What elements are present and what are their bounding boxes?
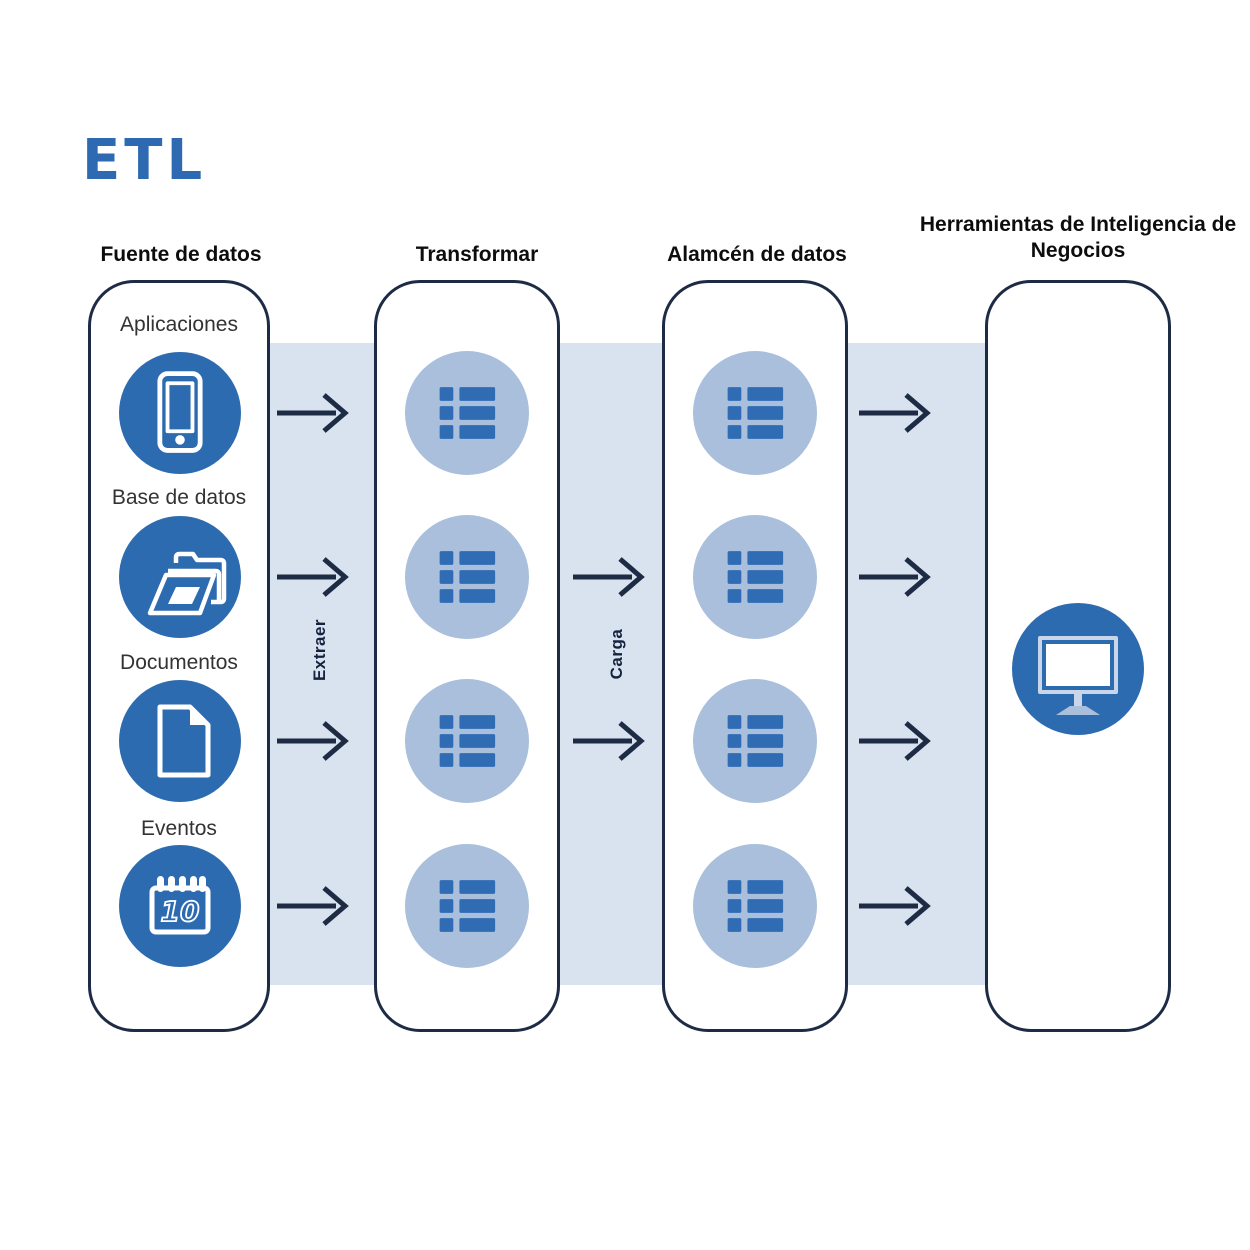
icon-circle <box>693 679 817 803</box>
monitor-icon <box>1038 636 1118 715</box>
icon-circle <box>693 515 817 639</box>
column-header-transform: Transformar <box>415 243 539 266</box>
source-item-label: Eventos <box>141 817 217 840</box>
arrow-right-icon <box>573 557 645 597</box>
flow-band-load <box>560 343 662 985</box>
arrow-right-icon <box>859 557 931 597</box>
column-header-bi-tools: Herramientas de Inteligencia de Negocios <box>919 213 1237 262</box>
list-icon <box>439 387 496 439</box>
smartphone-icon <box>157 371 203 453</box>
column-header-sources: Fuente de datos <box>100 243 262 266</box>
flow-label-load: Carga <box>607 628 626 680</box>
arrow-right-icon <box>573 721 645 761</box>
arrow-right-icon <box>277 393 349 433</box>
arrow-right-icon <box>859 393 931 433</box>
arrow-right-icon <box>277 886 349 926</box>
icon-circle <box>693 351 817 475</box>
column-sources: Aplicaciones Base de datos Docume <box>88 280 270 1032</box>
document-icon <box>157 704 211 778</box>
column-warehouse <box>662 280 848 1032</box>
icon-circle <box>119 516 241 638</box>
diagram-title: ETL <box>82 128 207 193</box>
column-header-warehouse: Alamcén de datos <box>667 243 847 266</box>
list-icon <box>727 387 784 439</box>
list-icon <box>727 551 784 603</box>
folder-icon <box>147 551 227 616</box>
calendar-icon: 10 <box>149 876 211 935</box>
source-item-label: Documentos <box>120 651 238 674</box>
icon-circle <box>405 351 529 475</box>
list-icon <box>439 551 496 603</box>
flow-label-extract: Extraer <box>310 618 329 682</box>
list-icon <box>439 880 496 932</box>
column-transform <box>374 280 560 1032</box>
icon-circle <box>405 515 529 639</box>
arrow-right-icon <box>277 721 349 761</box>
icon-circle <box>405 844 529 968</box>
arrow-right-icon <box>859 721 931 761</box>
list-icon <box>727 715 784 767</box>
icon-circle <box>119 352 241 474</box>
icon-circle: 10 <box>119 845 241 967</box>
flow-band-output <box>848 343 985 985</box>
column-bi-tools <box>985 280 1171 1032</box>
icon-circle <box>405 679 529 803</box>
arrow-right-icon <box>277 557 349 597</box>
source-item-label: Base de datos <box>111 486 247 509</box>
icon-circle <box>693 844 817 968</box>
list-icon <box>439 715 496 767</box>
flow-band-extract <box>268 343 374 985</box>
calendar-day-label: 10 <box>161 895 200 928</box>
icon-circle <box>119 680 241 802</box>
source-item-label: Aplicaciones <box>120 313 238 336</box>
list-icon <box>727 880 784 932</box>
arrow-right-icon <box>859 886 931 926</box>
icon-circle <box>1012 603 1144 735</box>
